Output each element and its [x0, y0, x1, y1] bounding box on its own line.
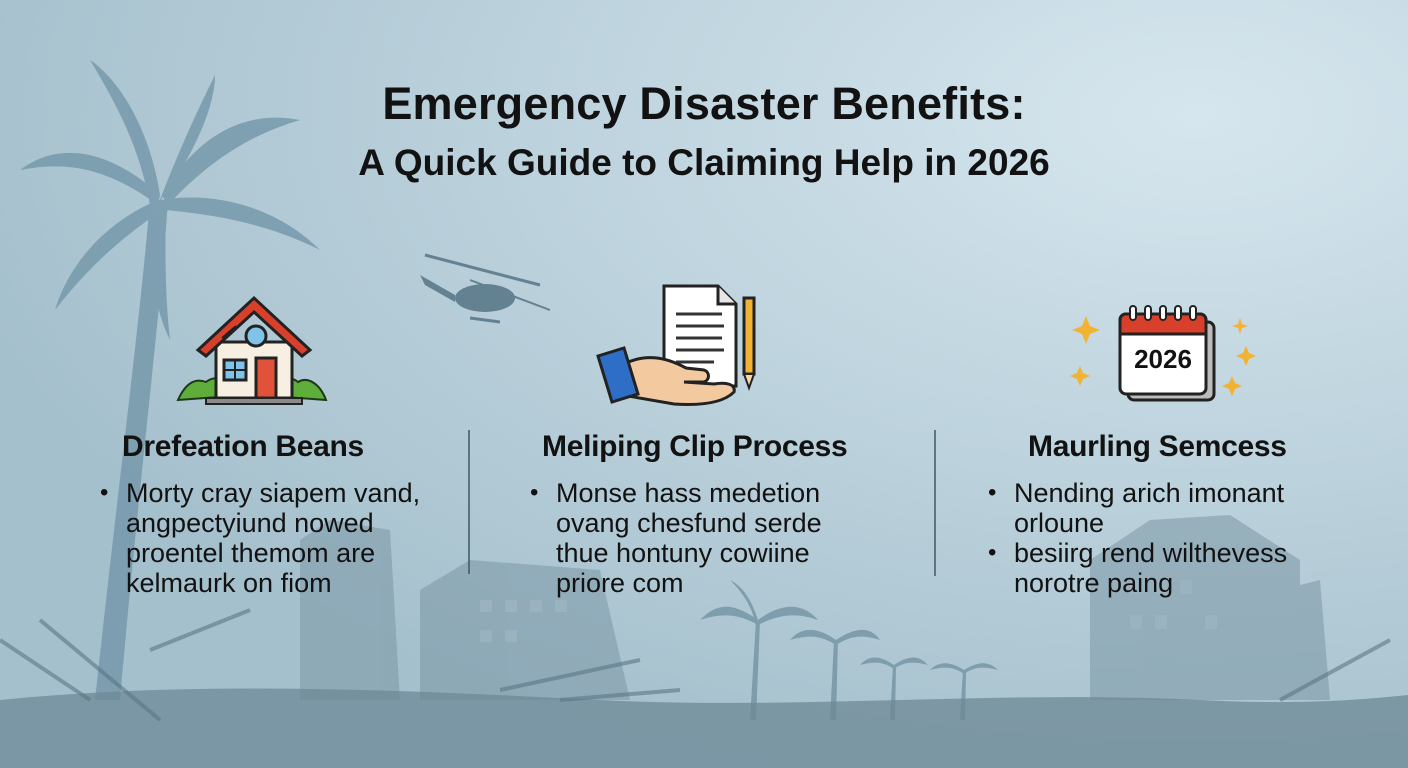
- page-subtitle: A Quick Guide to Claiming Help in 2026: [358, 142, 1050, 183]
- sparkle-icon: [1070, 316, 1256, 396]
- column-1-heading: Drefeation Beans: [122, 430, 364, 463]
- title-block: Emergency Disaster Benefits: A Quick Gui…: [0, 78, 1408, 184]
- list-item: Nending arich imonant orloune: [988, 478, 1338, 538]
- list-item: besiirg rend wilthevess norotre paing: [988, 538, 1338, 598]
- house-icon: [176, 295, 328, 405]
- calendar-year: 2026: [1134, 344, 1192, 374]
- column-3-list: Nending arich imonant orloune besiirg re…: [988, 478, 1338, 598]
- column-2-list: Monse hass medetion ovang chesfund serde…: [530, 478, 870, 598]
- divider: [934, 430, 936, 576]
- divider: [468, 430, 470, 574]
- list-item: Monse hass medetion ovang chesfund serde…: [530, 478, 870, 598]
- column-3: Maurling Semcess Nending arich imonant o…: [988, 430, 1338, 598]
- page-title: Emergency Disaster Benefits:: [382, 78, 1026, 129]
- column-2: Meliping Clip Process Monse hass medetio…: [530, 430, 870, 598]
- calendar-icon: 2026: [1070, 305, 1256, 402]
- column-1-list: Morty cray siapem vand, angpectyiund now…: [100, 478, 440, 598]
- list-item: Morty cray siapem vand, angpectyiund now…: [100, 478, 440, 598]
- column-1: Drefeation Beans Morty cray siapem vand,…: [100, 430, 440, 598]
- document-hand-icon: [596, 284, 756, 406]
- column-3-heading: Maurling Semcess: [1028, 430, 1287, 463]
- column-2-heading: Meliping Clip Process: [542, 430, 848, 463]
- helicopter-silhouette: [420, 253, 551, 324]
